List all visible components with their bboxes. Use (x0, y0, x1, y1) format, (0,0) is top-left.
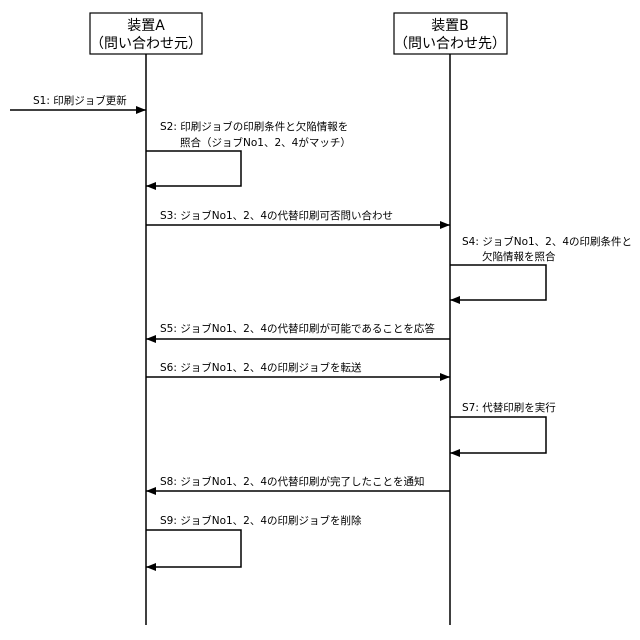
step-s9: S9: ジョブNo1、2、4の印刷ジョブを削除 (146, 514, 362, 567)
step-s8-label: S8: ジョブNo1、2、4の代替印刷が完了したことを通知 (160, 475, 425, 488)
step-s7: S7: 代替印刷を実行 (450, 401, 556, 453)
step-s9-arrow (146, 530, 241, 567)
step-s7-arrow (450, 417, 546, 453)
step-s6-label: S6: ジョブNo1、2、4の印刷ジョブを転送 (160, 361, 362, 374)
step-s3: S3: ジョブNo1、2、4の代替印刷可否問い合わせ (146, 209, 450, 225)
actor-a: 装置A （問い合わせ元） (90, 13, 202, 54)
step-s4-label: S4: ジョブNo1、2、4の印刷条件と (462, 235, 632, 248)
step-s5-label: S5: ジョブNo1、2、4の代替印刷が可能であることを応答 (160, 322, 435, 335)
step-s4-arrow (450, 265, 546, 300)
step-s1: S1: 印刷ジョブ更新 (10, 94, 146, 110)
actor-b-role: （問い合わせ先） (394, 36, 506, 52)
step-s2-label: S2: 印刷ジョブの印刷条件と欠陥情報を (160, 120, 348, 133)
step-s7-label: S7: 代替印刷を実行 (462, 401, 556, 414)
step-s6: S6: ジョブNo1、2、4の印刷ジョブを転送 (146, 361, 450, 377)
step-s3-label: S3: ジョブNo1、2、4の代替印刷可否問い合わせ (160, 209, 393, 222)
step-s1-label: S1: 印刷ジョブ更新 (33, 94, 127, 107)
actor-a-role: （問い合わせ元） (90, 36, 202, 52)
step-s2-label-line2: 照合（ジョブNo1、2、4がマッチ） (180, 136, 351, 149)
actor-b-name: 装置B (431, 18, 469, 34)
step-s5: S5: ジョブNo1、2、4の代替印刷が可能であることを応答 (146, 322, 450, 339)
step-s4-label-line2: 欠陥情報を照合 (482, 250, 556, 263)
step-s2: S2: 印刷ジョブの印刷条件と欠陥情報を 照合（ジョブNo1、2、4がマッチ） (146, 120, 351, 186)
step-s8: S8: ジョブNo1、2、4の代替印刷が完了したことを通知 (146, 475, 450, 491)
actor-a-name: 装置A (127, 18, 165, 34)
actor-b: 装置B （問い合わせ先） (394, 13, 507, 54)
step-s4: S4: ジョブNo1、2、4の印刷条件と 欠陥情報を照合 (450, 235, 632, 300)
step-s9-label: S9: ジョブNo1、2、4の印刷ジョブを削除 (160, 514, 362, 527)
step-s2-arrow (146, 151, 241, 186)
